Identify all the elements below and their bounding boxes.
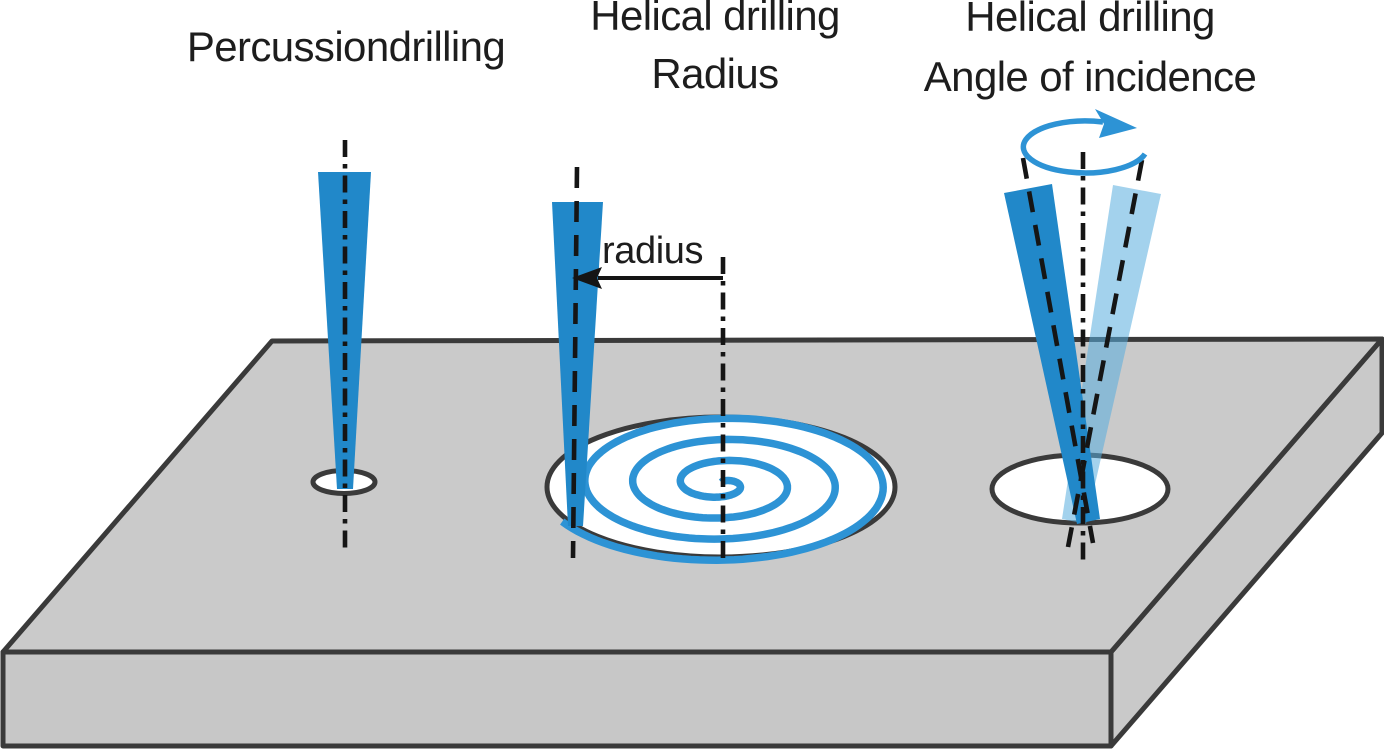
label-helical-drilling-radius: Helical drilling Radius [515, 0, 915, 103]
radius-arrowhead [572, 267, 602, 289]
spiral-icon [560, 414, 887, 564]
rotation-arrow-arc [1020, 118, 1148, 176]
label-radius-annotation: radius [602, 230, 704, 272]
slab-front-face [0, 649, 1114, 749]
rotation-arrowhead [1095, 109, 1137, 138]
method-title-line: Angle of incidence [923, 53, 1257, 100]
method-title-line: Helical drilling [965, 0, 1215, 40]
helical-radius-beam-axis-line [570, 166, 580, 559]
method-title-line: Radius [651, 50, 779, 97]
label-helical-drilling-angle: Helical drilling Angle of incidence [885, 0, 1295, 107]
method-title-line: Percussiondrilling [186, 23, 506, 70]
rotation-arrow-icon [1020, 109, 1148, 176]
radius-arrow-icon [572, 267, 723, 289]
label-percussion-drilling: Percussiondrilling [146, 18, 546, 76]
method-title-line: Helical drilling [590, 0, 840, 39]
